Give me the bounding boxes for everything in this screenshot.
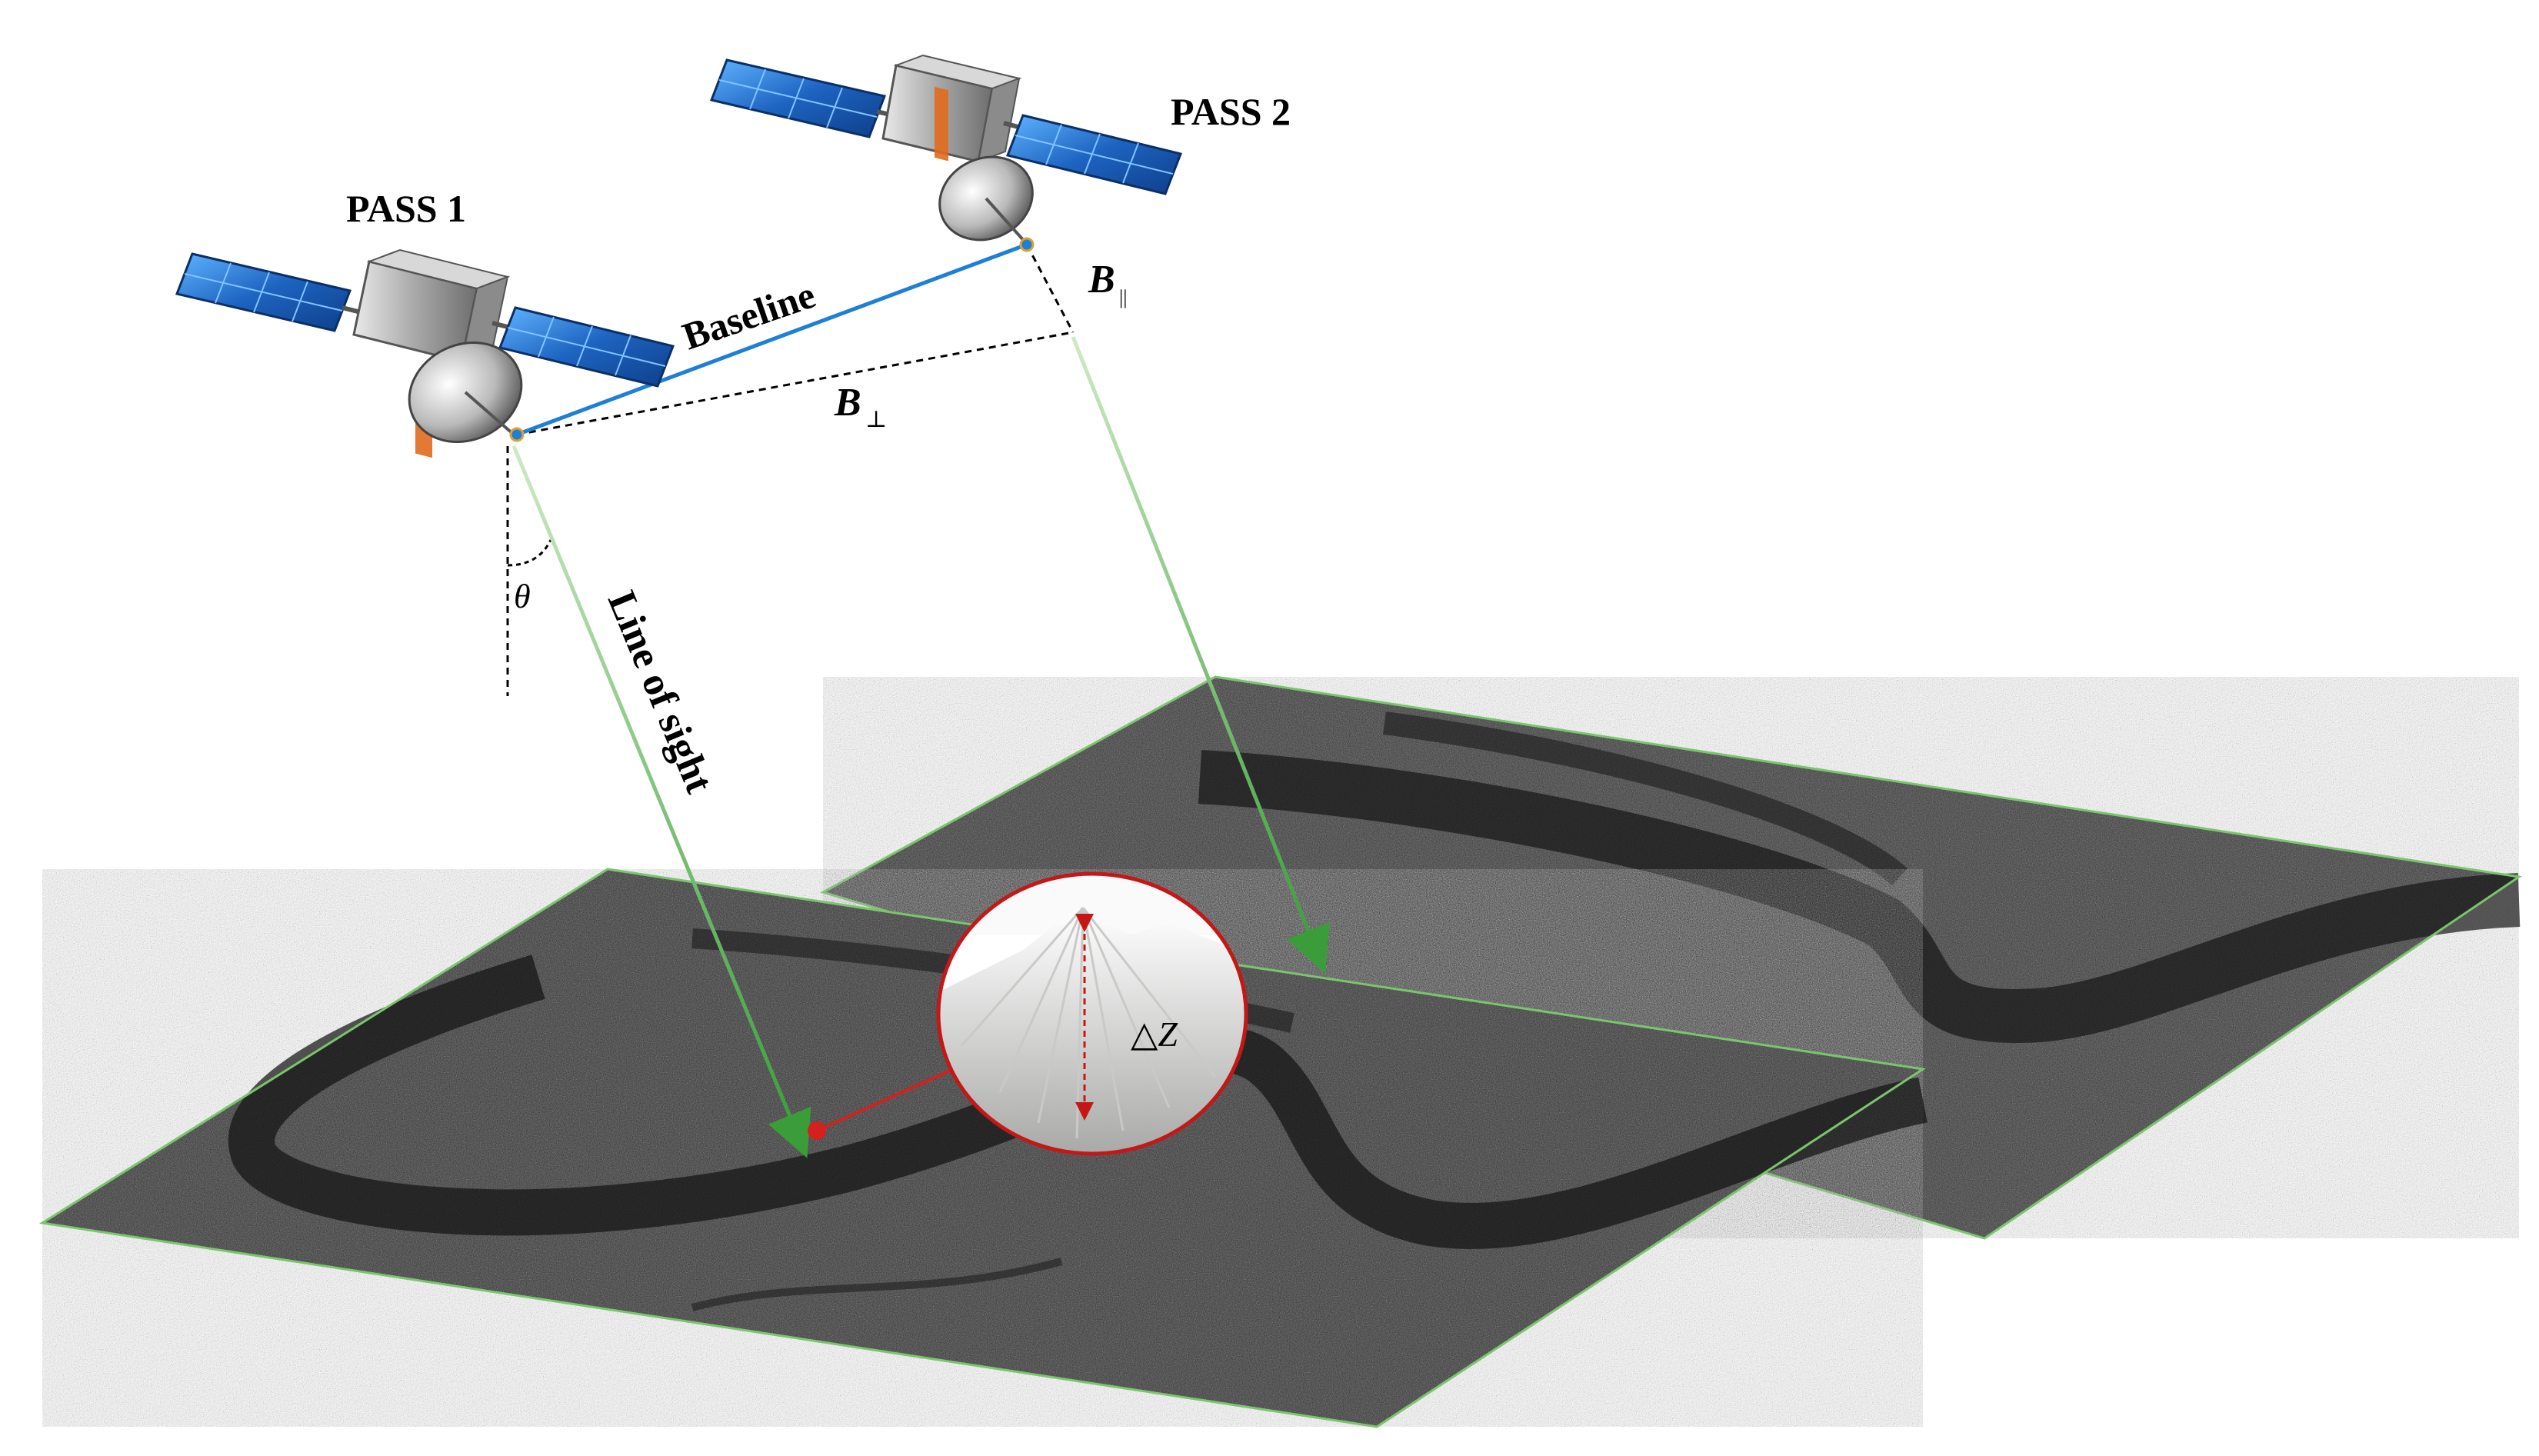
sar-image-pass1 [38,868,1928,1428]
b-perp-subscript: ⊥ [865,407,887,432]
line-of-sight-pass2 [1071,336,1330,974]
b-perp-symbol: B [834,381,861,425]
sar-image-pass2 [820,675,2523,1240]
river-channel [1198,750,2521,1043]
radar-dish-icon [938,155,1034,244]
satellite-body [881,54,1022,163]
solar-panel-left [709,58,887,138]
line-of-sight-pass1 [511,445,811,1158]
target-connector [816,1069,951,1132]
satellite-body [352,248,511,458]
radar-dish-icon [408,341,523,444]
solar-panel-left [175,252,352,332]
elevation-inset [936,871,1248,1156]
solar-panel-right [498,306,675,388]
pass1-label: PASS 1 [346,187,466,230]
b-parallel-symbol: B [1088,258,1115,302]
baseline-label: Baseline [677,273,820,358]
line-of-sight-label: Line of sight [599,585,721,800]
baseline-line [516,242,1028,437]
satellite-pass1-icon [175,248,675,458]
perpendicular-baseline-line [516,331,1074,436]
b-perp-label: B ⊥ [834,381,887,432]
satellite-pass2-icon [709,54,1183,252]
geometry-lines [506,244,1075,696]
delta-z-label: △Z [1131,1015,1178,1054]
b-parallel-subscript: || [1119,286,1127,308]
b-parallel-label: B || [1088,258,1127,308]
target-point [808,1121,826,1140]
incidence-angle-arc [507,539,552,567]
theta-label: θ [514,578,531,615]
pass2-label: PASS 2 [1171,90,1291,133]
parallel-baseline-line [1025,244,1075,333]
solar-panel-right [1005,114,1183,195]
